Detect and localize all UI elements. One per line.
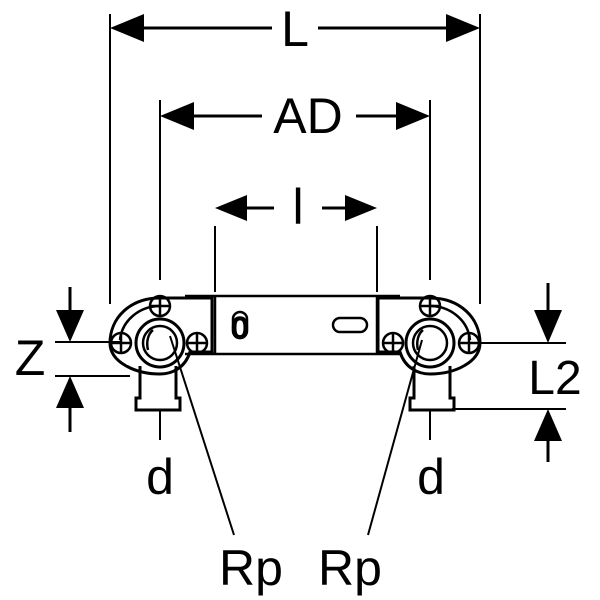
arrow-right-icon (345, 195, 377, 221)
screw-icon (381, 331, 405, 355)
arrow-right-icon (446, 14, 480, 42)
label-l: L (281, 1, 309, 57)
label-rp-right: Rp (318, 540, 382, 596)
slot-right (331, 316, 369, 334)
screw-icon (418, 294, 442, 318)
slot-left (231, 310, 249, 340)
mounting-rail (185, 294, 400, 356)
dimension-ad: AD (159, 88, 431, 280)
label-ad: AD (273, 88, 342, 144)
dimension-inner-l: l (214, 179, 378, 292)
dimension-l: L (109, 1, 481, 304)
leader-lines (169, 335, 423, 536)
label-inner-l: l (292, 179, 303, 235)
center-lines (159, 342, 482, 440)
arrow-up-icon (534, 409, 562, 441)
screw-icon (185, 331, 209, 355)
arrow-up-icon (56, 376, 84, 408)
arrow-down-icon (534, 310, 562, 343)
screw-icon (148, 294, 172, 318)
arrow-down-icon (56, 310, 84, 342)
arrow-left-icon (160, 102, 194, 130)
label-z: Z (15, 330, 46, 386)
label-d-left: d (146, 449, 174, 505)
dimension-z: Z (15, 287, 130, 432)
screw-icon (457, 331, 481, 355)
elbow-fitting-right (376, 294, 482, 412)
label-d-right: d (417, 449, 445, 505)
elbow-fitting-left (108, 294, 214, 412)
label-l2: L2 (528, 352, 581, 405)
screw-icon (109, 331, 133, 355)
label-slot-mark: 0 (232, 312, 249, 345)
dimension-l2: L2 (452, 283, 582, 462)
label-rp-left: Rp (219, 540, 283, 596)
arrow-left-icon (110, 14, 144, 42)
arrow-left-icon (215, 195, 247, 221)
arrow-right-icon (396, 102, 430, 130)
